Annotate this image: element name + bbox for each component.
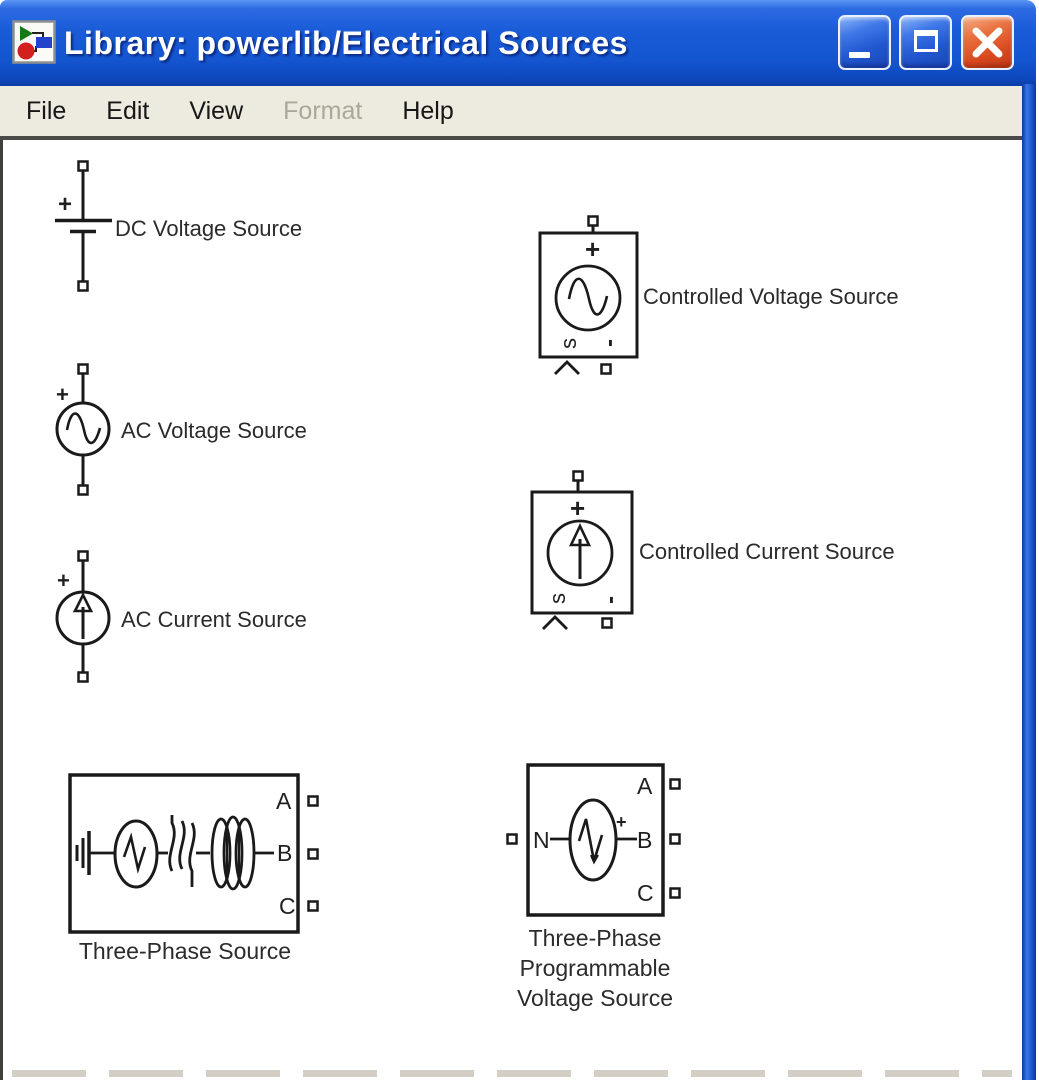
block-three-phase-programmable-voltage-source[interactable]: N + A B C [495, 755, 695, 925]
label-line-1: Three-Phase [528, 925, 662, 951]
menu-view[interactable]: View [189, 96, 244, 125]
polarity-plus: + [585, 234, 600, 264]
three-phase-programmable-symbol: N + A B C [506, 763, 681, 917]
polarity-plus: + [616, 812, 627, 832]
menu-format: Format [283, 96, 363, 125]
polarity-minus: - [599, 596, 626, 604]
signal-s: s [556, 338, 581, 349]
port-label-n: N [533, 827, 550, 853]
block-ac-current-source[interactable]: + [48, 547, 118, 687]
polarity-plus: + [58, 191, 72, 218]
port-c [307, 900, 319, 912]
label-line-2: Programmable [519, 955, 671, 981]
label-controlled-voltage-source[interactable]: Controlled Voltage Source [643, 284, 899, 309]
port-label-c: C [637, 880, 654, 906]
port-label-c: C [279, 893, 296, 919]
port-label-b: B [637, 827, 652, 853]
menu-file[interactable]: File [26, 96, 67, 125]
block-controlled-voltage-source[interactable]: + s - [533, 210, 648, 385]
polarity-minus: - [598, 339, 625, 347]
port-b [307, 848, 319, 860]
menu-edit[interactable]: Edit [106, 96, 150, 125]
port-negative [77, 280, 89, 292]
port-negative [77, 671, 89, 683]
signal-input-chevron [554, 360, 580, 375]
label-ac-voltage-source[interactable]: AC Voltage Source [121, 418, 307, 443]
label-ac-current-source[interactable]: AC Current Source [121, 607, 307, 632]
minimize-button[interactable] [838, 15, 891, 70]
polarity-plus: + [57, 568, 70, 593]
port-negative [601, 617, 613, 629]
dc-voltage-source-symbol: + [55, 160, 112, 292]
close-icon [972, 27, 1003, 58]
minimize-icon [849, 52, 870, 58]
block-three-phase-source[interactable]: A B C [58, 765, 328, 950]
ac-current-source-symbol: + [55, 550, 111, 683]
block-ac-voltage-source[interactable]: + [48, 360, 118, 500]
port-positive [572, 470, 584, 482]
port-label-a: A [637, 773, 653, 799]
arrow-head [568, 522, 592, 547]
label-line-3: Voltage Source [516, 985, 673, 1011]
port-a [669, 778, 681, 790]
port-label-b: B [277, 840, 292, 866]
three-phase-source-symbol: A B C [68, 773, 319, 934]
arrow-head [72, 592, 94, 613]
port-positive [587, 215, 599, 227]
port-c [669, 887, 681, 899]
port-negative [600, 363, 612, 375]
canvas-border [0, 136, 1036, 140]
controlled-voltage-source-symbol: + s - [538, 215, 639, 375]
sine-arrow [589, 854, 599, 865]
block-controlled-current-source[interactable]: + s - [523, 465, 641, 640]
port-positive [77, 160, 89, 172]
signal-input-chevron [542, 615, 568, 630]
port-n [506, 833, 518, 845]
label-controlled-current-source[interactable]: Controlled Current Source [639, 539, 895, 564]
signal-s: s [545, 593, 570, 604]
maximize-icon [914, 30, 938, 52]
polarity-plus: + [570, 493, 585, 523]
port-positive [77, 550, 89, 562]
label-dc-voltage-source[interactable]: DC Voltage Source [115, 216, 303, 241]
window-title: Library: powerlib/Electrical Sources [64, 24, 628, 61]
port-b [669, 833, 681, 845]
polarity-plus: + [56, 382, 69, 407]
block-dc-voltage-source[interactable]: + [48, 155, 178, 300]
simulink-library-icon[interactable] [12, 20, 56, 64]
menu-help[interactable]: Help [402, 96, 454, 125]
controlled-current-source-symbol: + s - [530, 470, 634, 630]
maximize-button[interactable] [899, 15, 952, 70]
label-three-phase-programmable[interactable]: Three-Phase Programmable Voltage Source [493, 923, 697, 1013]
close-button[interactable] [961, 15, 1014, 70]
ac-voltage-source-symbol: + [55, 363, 111, 496]
port-label-a: A [276, 788, 292, 814]
cutoff-row-artifact [12, 1070, 1012, 1077]
port-a [307, 795, 319, 807]
library-canvas: + DC Voltage Source + AC Voltage Source [0, 140, 1022, 1080]
label-three-phase-source[interactable]: Three-Phase Source [78, 938, 292, 964]
menu-bar: File Edit View Format Help [0, 86, 1022, 136]
port-positive [77, 363, 89, 375]
window-frame-right [1022, 84, 1036, 1080]
port-negative [77, 484, 89, 496]
title-bar[interactable]: Library: powerlib/Electrical Sources [0, 0, 1036, 86]
